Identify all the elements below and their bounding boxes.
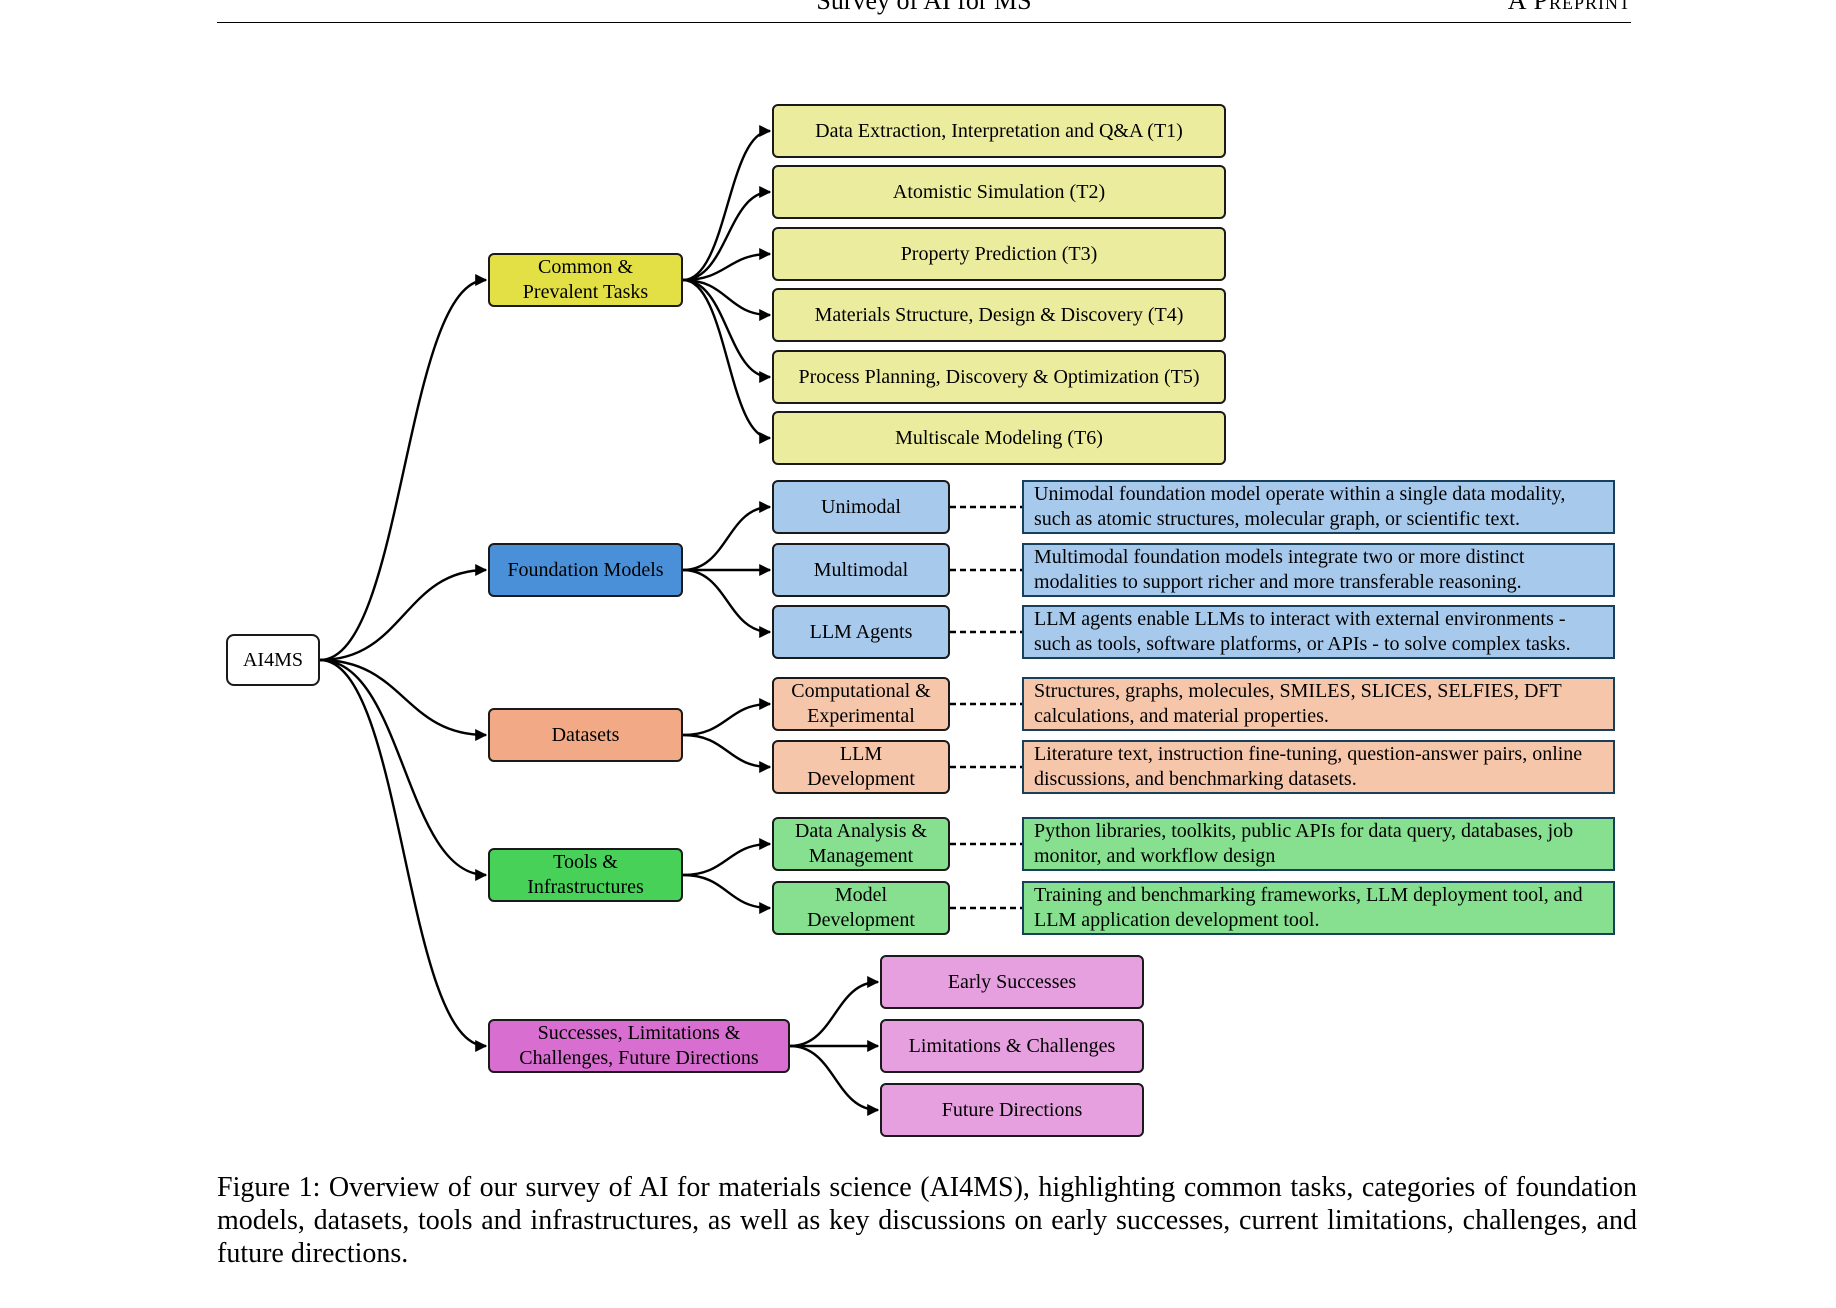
- edge-0-3: [682, 278, 772, 321]
- edge-0-4: [682, 278, 772, 383]
- description-llm-development: Literature text, instruction fine-tuning…: [1022, 740, 1615, 794]
- edge-root-to-category-1: [319, 564, 488, 662]
- subnode-unimodal: Unimodal: [772, 480, 950, 534]
- category-datasets: Datasets: [488, 708, 683, 762]
- subnode-future-directions: Future Directions: [880, 1083, 1144, 1137]
- edge-root-to-category-0: [319, 274, 488, 662]
- subnode-multimodal: Multimodal: [772, 543, 950, 597]
- category-tools-infrastructures: Tools &Infrastructures: [488, 848, 683, 902]
- description-computational-experimental: Structures, graphs, molecules, SMILES, S…: [1022, 677, 1615, 731]
- edge-1-2: [682, 568, 772, 638]
- edge-root-to-category-3: [319, 658, 488, 881]
- category-foundation-models: Foundation Models: [488, 543, 683, 597]
- edge-0-0: [682, 125, 772, 282]
- subnode-property-prediction-t3: Property Prediction (T3): [772, 227, 1226, 281]
- edge-3-1: [682, 873, 772, 914]
- edge-4-2: [789, 1044, 880, 1116]
- description-multimodal: Multimodal foundation models integrate t…: [1022, 543, 1615, 597]
- category-successes-limitations-challenges-future-directions: Successes, Limitations &Challenges, Futu…: [488, 1019, 790, 1073]
- running-header: Survey of AI for MS A Preprint: [217, 0, 1631, 23]
- description-data-analysis-management: Python libraries, toolkits, public APIs …: [1022, 817, 1615, 871]
- subnode-materials-structure-design-discovery-t4: Materials Structure, Design & Discovery …: [772, 288, 1226, 342]
- description-model-development: Training and benchmarking frameworks, LL…: [1022, 881, 1615, 935]
- subnode-computational-experimental: Computational &Experimental: [772, 677, 950, 731]
- figure-caption: Figure 1: Overview of our survey of AI f…: [217, 1172, 1637, 1269]
- subnode-atomistic-simulation-t2: Atomistic Simulation (T2): [772, 165, 1226, 219]
- subnode-limitations-challenges: Limitations & Challenges: [880, 1019, 1144, 1073]
- edge-root-to-category-4: [319, 658, 488, 1052]
- description-llm-agents: LLM agents enable LLMs to interact with …: [1022, 605, 1615, 659]
- taxonomy-figure: AI4MS Common &Prevalent Tasks Data Extract…: [226, 104, 1615, 1137]
- edge-1-0: [682, 501, 772, 572]
- subnode-process-planning-discovery-optimization-t5: Process Planning, Discovery & Optimizati…: [772, 350, 1226, 404]
- edge-4-0: [789, 976, 880, 1048]
- subnode-llm-agents: LLM Agents: [772, 605, 950, 659]
- edge-0-5: [682, 278, 772, 444]
- connector-layer: [319, 125, 1022, 1116]
- edge-3-0: [682, 838, 772, 877]
- description-unimodal: Unimodal foundation model operate within…: [1022, 480, 1615, 534]
- subnode-multiscale-modeling-t6: Multiscale Modeling (T6): [772, 411, 1226, 465]
- edge-root-to-category-2: [319, 658, 488, 741]
- edge-0-2: [682, 248, 772, 282]
- edge-0-1: [682, 186, 772, 282]
- subnode-data-analysis-management: Data Analysis &Management: [772, 817, 950, 871]
- root-node: AI4MS: [226, 634, 320, 686]
- edge-2-0: [682, 698, 772, 737]
- edge-2-1: [682, 733, 772, 773]
- running-title: Survey of AI for MS: [816, 0, 1032, 15]
- subnode-early-successes: Early Successes: [880, 955, 1144, 1009]
- subnode-data-extraction-interpretation-and-q-a-t1: Data Extraction, Interpretation and Q&A …: [772, 104, 1226, 158]
- running-label: A Preprint: [1507, 0, 1631, 15]
- category-common-prevalent-tasks: Common &Prevalent Tasks: [488, 253, 683, 307]
